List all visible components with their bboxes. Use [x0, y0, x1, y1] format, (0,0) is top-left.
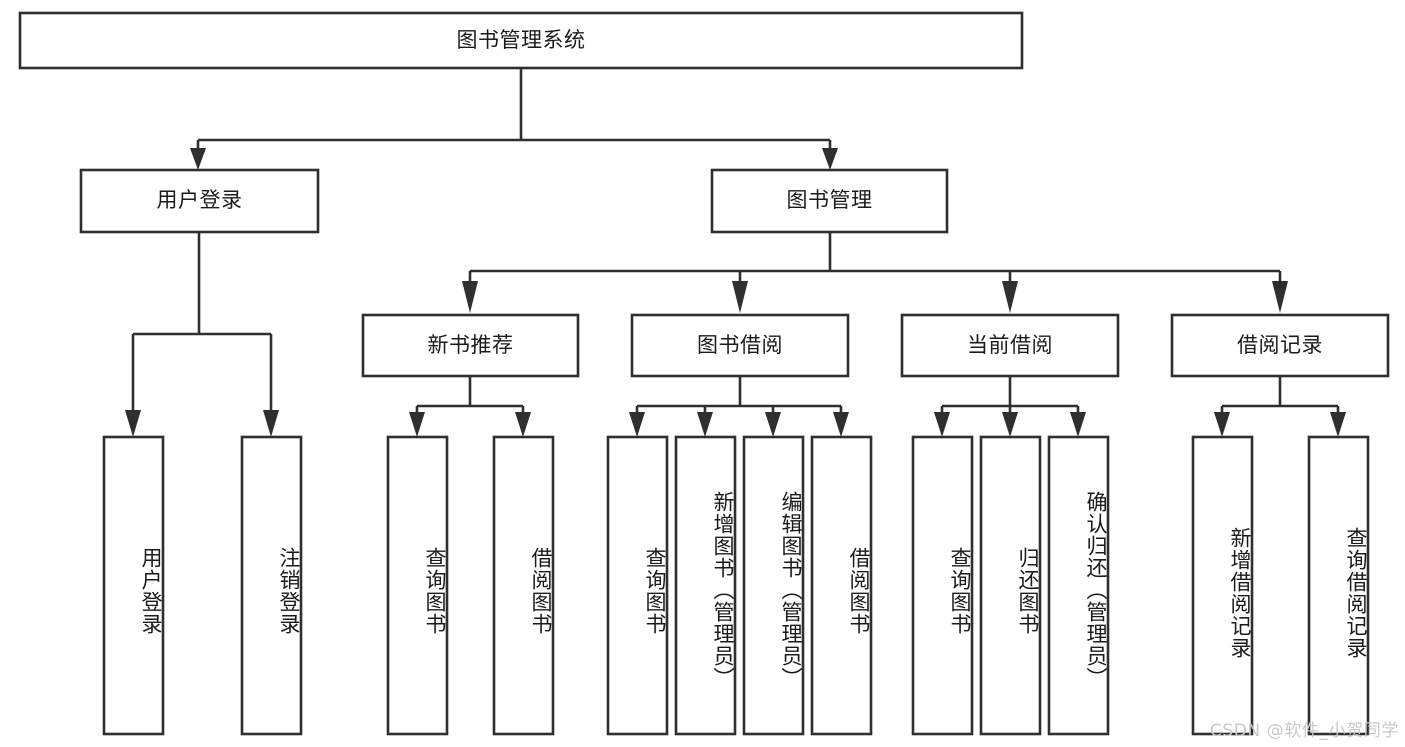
connector-group-borrow-record-leaves — [1214, 376, 1346, 437]
node-box-leaf-cb-query-book[interactable] — [911, 435, 974, 736]
node-box-leaf-bb-borrow-book[interactable] — [810, 435, 873, 736]
node-box-current-borrow[interactable] — [900, 313, 1120, 378]
node-box-leaf-nb-borrow-book[interactable] — [492, 435, 555, 736]
connector-group-new-book-leaves — [409, 376, 531, 437]
arrowhead-nb-query-book — [409, 412, 425, 437]
arrowhead-bb-add-book — [697, 412, 713, 437]
arrowhead-leaf-user-login — [125, 410, 141, 437]
arrowhead-cb-confirm-return — [1070, 412, 1086, 437]
node-box-leaf-logout[interactable] — [240, 435, 303, 736]
arrowhead-bb-edit-book — [765, 412, 781, 437]
arrowhead-bb-query-book — [629, 412, 645, 437]
connector-group-current-borrow-leaves — [934, 376, 1086, 437]
node-box-leaf-cb-return-book[interactable] — [979, 435, 1042, 736]
node-box-new-book-recommend[interactable] — [361, 313, 580, 378]
connector-group-user-login-leaves — [125, 232, 279, 437]
node-box-leaf-bb-edit-book[interactable] — [742, 435, 805, 736]
arrowhead-leaf-logout — [263, 410, 279, 437]
node-box-book-management[interactable] — [710, 168, 949, 234]
arrowhead-cb-query-book — [934, 412, 950, 437]
node-box-leaf-nb-query-book[interactable] — [386, 435, 449, 736]
node-box-leaf-user-login[interactable] — [102, 435, 165, 736]
arrowhead-book-borrow — [732, 281, 748, 313]
connector-group-book-mgmt — [462, 232, 1288, 313]
arrowhead-book-mgmt — [822, 148, 838, 170]
arrowhead-current-borrow — [1002, 281, 1018, 313]
node-box-leaf-bb-query-book[interactable] — [606, 435, 669, 736]
node-box-leaf-br-add-record[interactable] — [1191, 435, 1254, 736]
arrowhead-cb-return-book — [1002, 412, 1018, 437]
node-box-leaf-bb-add-book[interactable] — [674, 435, 737, 736]
arrowhead-nb-borrow-book — [515, 412, 531, 437]
connector-group-root — [190, 68, 838, 170]
arrowhead-br-query-record — [1330, 412, 1346, 437]
node-box-borrow-record[interactable] — [1170, 313, 1390, 378]
arrowhead-new-book — [462, 281, 478, 313]
node-box-book-borrow[interactable] — [630, 313, 850, 378]
arrowhead-br-add-record — [1214, 412, 1230, 437]
connector-group-book-borrow-leaves — [629, 376, 849, 437]
node-box-root[interactable] — [18, 11, 1024, 70]
node-box-leaf-br-query-record[interactable] — [1307, 435, 1370, 736]
arrowhead-user-login — [190, 148, 206, 170]
node-box-leaf-cb-confirm-return[interactable] — [1047, 435, 1110, 736]
node-box-user-login[interactable] — [79, 168, 320, 234]
arrowhead-borrow-record — [1272, 281, 1288, 313]
arrowhead-bb-borrow-book — [833, 412, 849, 437]
